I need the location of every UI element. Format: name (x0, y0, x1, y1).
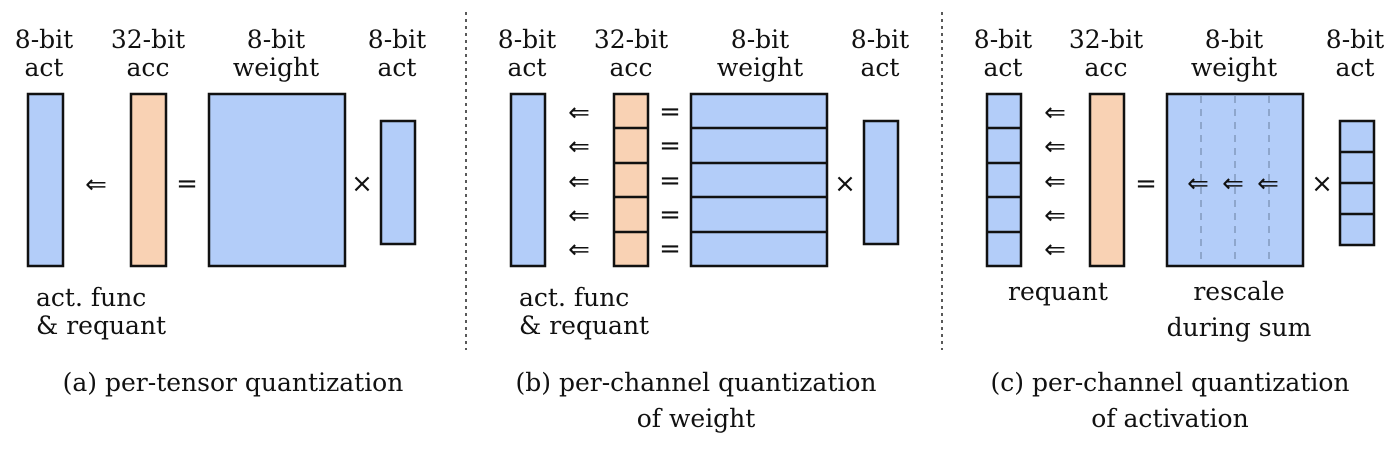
acc-label-name: acc (1085, 53, 1128, 82)
accumulator-block (129, 92, 168, 268)
note-rescale-line-1: rescale (1193, 277, 1284, 306)
act-input-label-bits: 8-bit (974, 25, 1032, 54)
act-right-label-bits: 8-bit (368, 25, 426, 54)
weight-label-bits: 8-bit (247, 25, 305, 54)
requant-arrow: ⇐ (1044, 235, 1066, 265)
act-input-label-bits: 8-bit (15, 25, 73, 54)
rescale-arrow: ⇐ (1187, 169, 1209, 199)
note-line-1: act. func (36, 283, 146, 312)
weight-label-bits: 8-bit (731, 25, 789, 54)
rescale-arrow: ⇐ (1222, 169, 1244, 199)
acc-label-bits: 32-bit (1069, 25, 1143, 54)
equals-sign: = (659, 200, 681, 230)
act-input-label-name: act (508, 53, 547, 82)
equals-sign: = (1135, 169, 1157, 199)
equals-sign: = (659, 234, 681, 264)
caption-line-1: (a) per-tensor quantization (63, 368, 404, 397)
times-sign: × (1311, 169, 1333, 199)
requant-arrow: ⇐ (568, 98, 590, 128)
requant-arrows: ⇐ ⇐ ⇐ ⇐ ⇐ (1044, 98, 1066, 265)
act-input-label-name: act (25, 53, 64, 82)
note-rescale-line-2: during sum (1167, 313, 1312, 342)
input-activation-block (379, 119, 417, 246)
act-right-label-bits: 8-bit (851, 25, 909, 54)
output-activation-block (509, 92, 547, 268)
input-activation-block (862, 119, 900, 246)
acc-label-name: acc (610, 53, 653, 82)
act-input-label-bits: 8-bit (498, 25, 556, 54)
requant-arrow: ⇐ (568, 201, 590, 231)
weight-label-name: weight (1191, 53, 1277, 82)
act-right-label-name: act (861, 53, 900, 82)
equals-signs: = = = = = (659, 97, 681, 264)
weight-label-bits: 8-bit (1205, 25, 1263, 54)
times-sign: × (351, 169, 373, 199)
equals-sign: = (659, 131, 681, 161)
output-activation-block (26, 92, 65, 268)
acc-label-name: acc (127, 53, 170, 82)
requant-arrow: ⇐ (568, 167, 590, 197)
caption-line-1: (b) per-channel quantization (515, 368, 876, 397)
accumulator-block (612, 92, 650, 268)
note-line-1: act. func (519, 283, 629, 312)
note-requant: requant (1008, 277, 1108, 306)
caption-line-2: of activation (1091, 404, 1248, 433)
weight-label-name: weight (233, 53, 319, 82)
output-activation-block (985, 92, 1023, 268)
act-right-label-name: act (378, 53, 417, 82)
note-line-2: & requant (36, 311, 166, 340)
requant-arrows: ⇐ ⇐ ⇐ ⇐ ⇐ (568, 98, 590, 265)
weight-matrix (207, 92, 347, 268)
requant-arrow: ⇐ (568, 132, 590, 162)
rescale-arrow: ⇐ (1257, 169, 1279, 199)
act-right-label-bits: 8-bit (1326, 25, 1384, 54)
caption-line-2: of weight (637, 404, 756, 433)
accumulator-block (1088, 92, 1126, 268)
panel-per-tensor: 8-bit act 32-bit acc 8-bit weight 8-bit … (15, 25, 426, 397)
acc-label-bits: 32-bit (111, 25, 185, 54)
equals-sign: = (176, 169, 198, 199)
weight-matrix (689, 92, 829, 268)
caption-line-1: (c) per-channel quantization (990, 368, 1349, 397)
requant-arrow: ⇐ (85, 170, 107, 200)
weight-label-name: weight (717, 53, 803, 82)
requant-arrow: ⇐ (568, 235, 590, 265)
act-right-label-name: act (1336, 53, 1375, 82)
panel-per-channel-weight: 8-bit act 32-bit acc 8-bit weight 8-bit … (498, 25, 909, 433)
times-sign: × (834, 169, 856, 199)
requant-arrow: ⇐ (1044, 167, 1066, 197)
note-line-2: & requant (519, 311, 649, 340)
equals-sign: = (659, 97, 681, 127)
requant-arrow: ⇐ (1044, 132, 1066, 162)
requant-arrow: ⇐ (1044, 98, 1066, 128)
panel-per-channel-activation: 8-bit act 32-bit acc 8-bit weight 8-bit … (974, 25, 1384, 433)
equals-sign: = (659, 166, 681, 196)
requant-arrow: ⇐ (1044, 201, 1066, 231)
act-input-label-name: act (984, 53, 1023, 82)
acc-label-bits: 32-bit (594, 25, 668, 54)
